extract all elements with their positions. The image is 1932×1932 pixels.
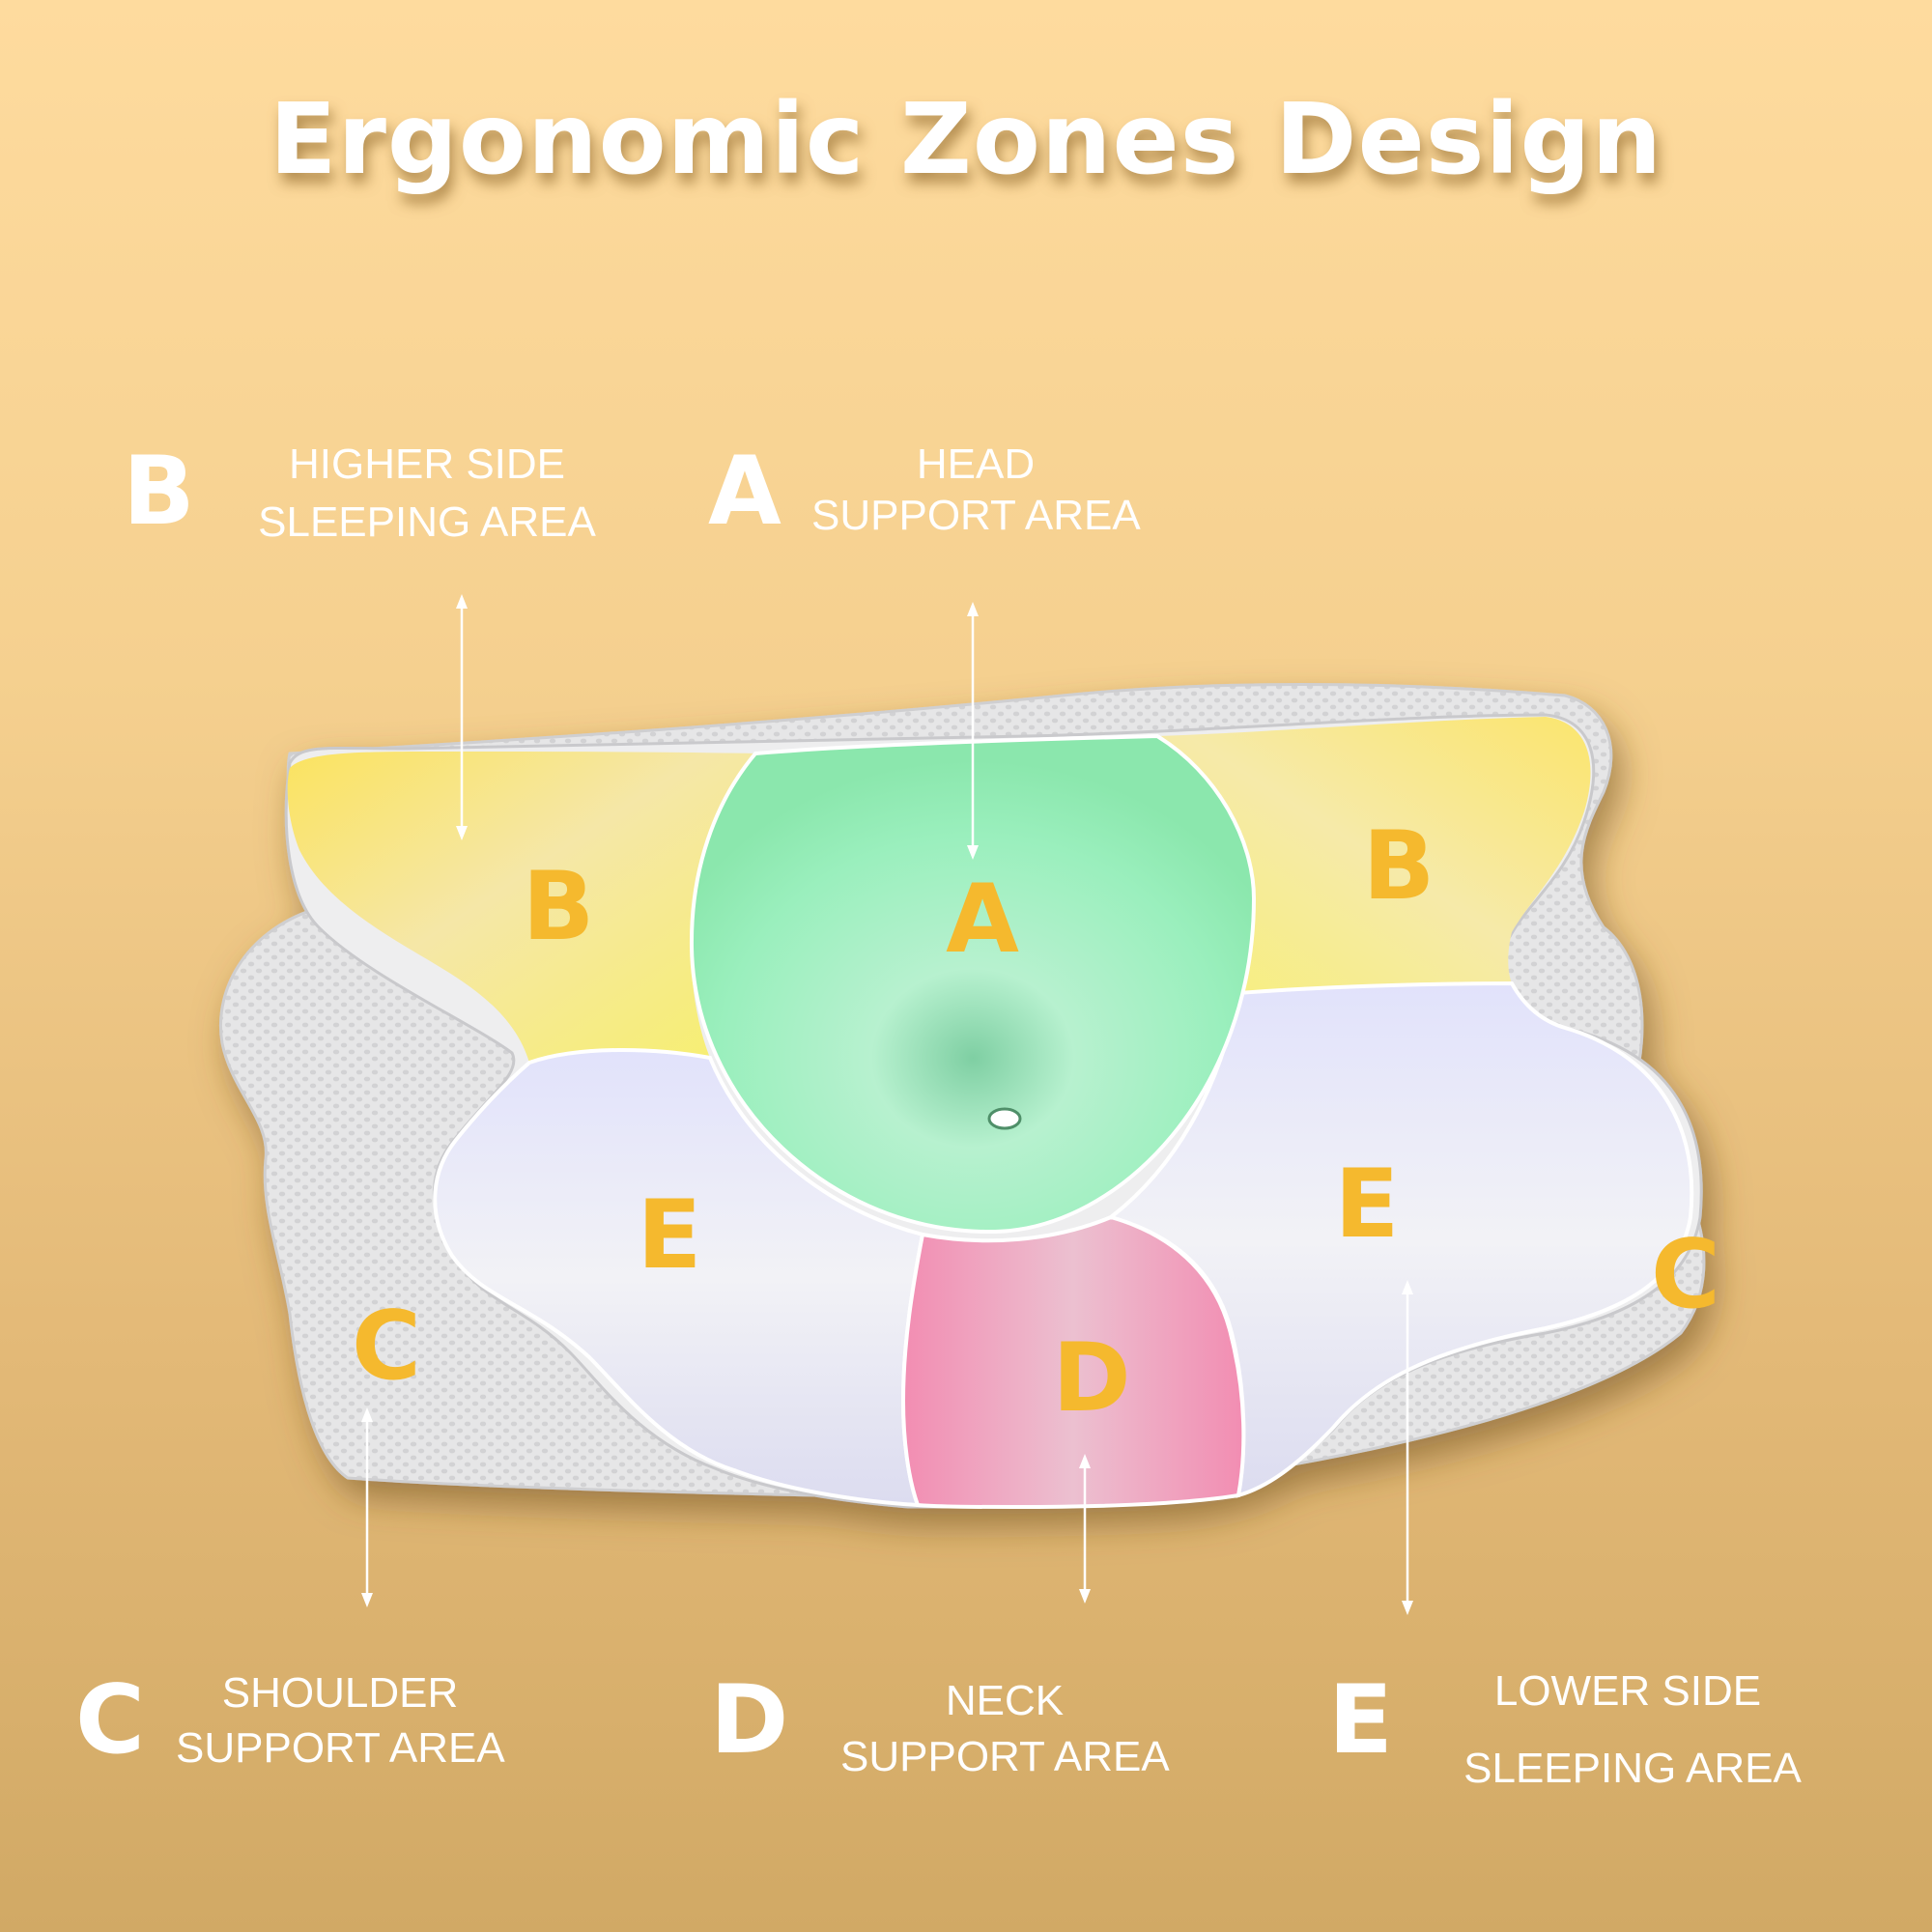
zone-letter-e-left: E — [638, 1180, 702, 1291]
legend-b-line1: HIGHER SIDE — [288, 440, 566, 488]
arrow-a — [967, 602, 979, 860]
arrow-b — [456, 594, 468, 840]
legend-letter-a: A — [708, 437, 781, 547]
zone-letter-b-right: B — [1363, 811, 1435, 922]
legend-b-line2: SLEEPING AREA — [258, 498, 596, 546]
legend-e-line2: SLEEPING AREA — [1463, 1745, 1802, 1792]
arrow-d — [1079, 1454, 1091, 1604]
arrow-c — [361, 1407, 373, 1607]
zone-letter-a: A — [946, 865, 1019, 975]
page-title: Ergonomic Zones Design — [269, 82, 1663, 197]
legend-e-line1: LOWER SIDE — [1493, 1667, 1762, 1715]
zone-d — [900, 1214, 1246, 1510]
zone-a-hole — [987, 1107, 1022, 1130]
zone-b-left — [287, 752, 755, 1063]
zone-letter-c-left: C — [352, 1292, 421, 1402]
legend-c-line1: SHOULDER — [221, 1669, 459, 1717]
legend-c-line2: SUPPORT AREA — [176, 1724, 505, 1772]
zone-letter-d: D — [1052, 1323, 1130, 1434]
legend-a-line1: HEAD — [916, 440, 1036, 488]
zone-letter-b-left: B — [523, 852, 595, 962]
legend-d-line1: NECK — [945, 1677, 1065, 1724]
legend-letter-e: E — [1328, 1665, 1393, 1776]
zone-a — [689, 733, 1257, 1235]
legend-d-line2: SUPPORT AREA — [840, 1733, 1170, 1780]
zone-e-left — [433, 1048, 925, 1508]
legend-letter-b: B — [123, 437, 195, 547]
zone-letter-c-right: C — [1651, 1220, 1720, 1330]
legend-letter-c: C — [75, 1665, 145, 1776]
zone-letter-e-right: E — [1335, 1150, 1400, 1260]
arrow-e — [1402, 1280, 1413, 1615]
legend-letter-d: D — [710, 1665, 789, 1776]
zone-b-right — [1157, 717, 1591, 993]
legend-a-line2: SUPPORT AREA — [811, 492, 1141, 539]
